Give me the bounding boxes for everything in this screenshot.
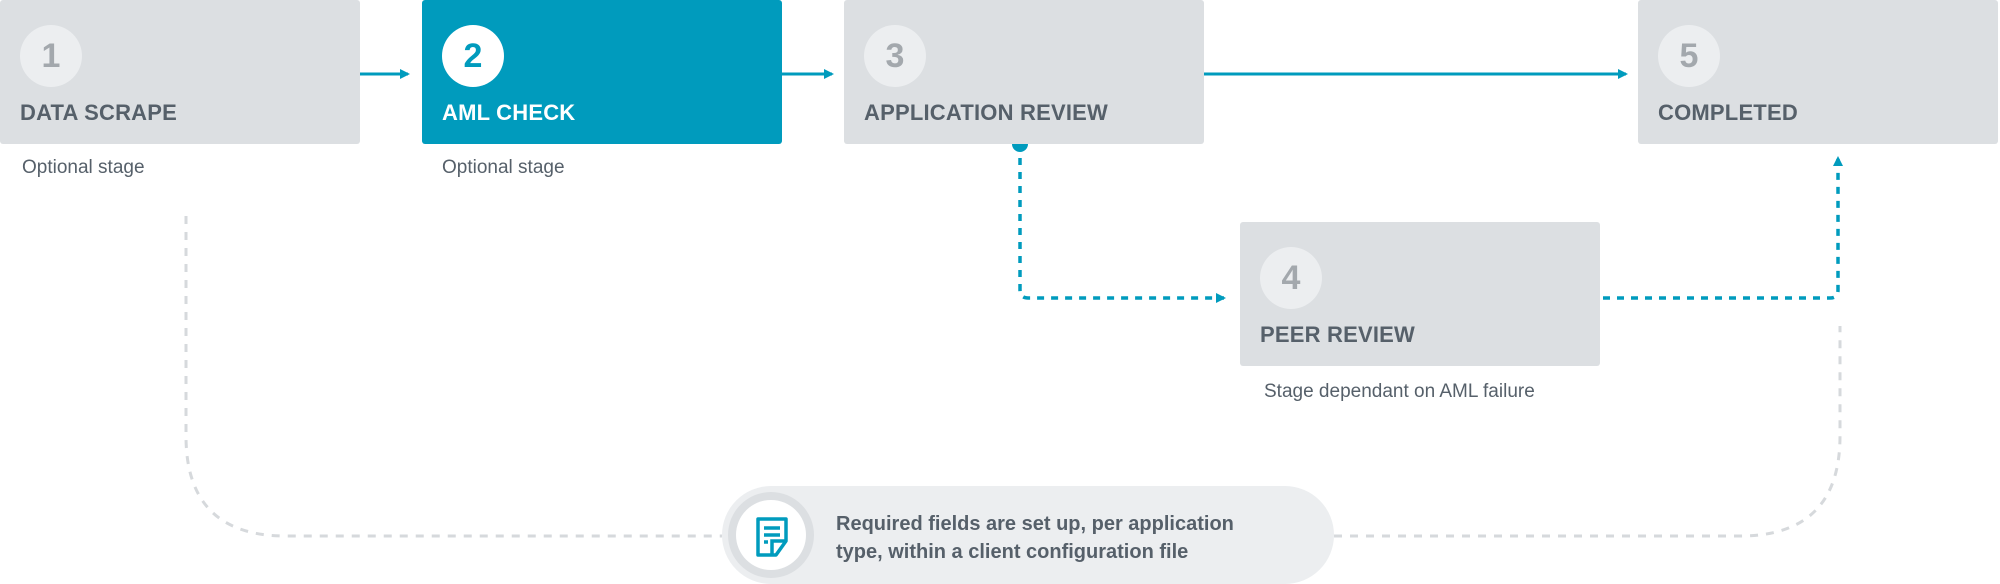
stage-1-note: Optional stage xyxy=(22,157,145,178)
stage-data-scrape[interactable]: 1 DATA SCRAPE xyxy=(0,0,360,144)
document-form-icon-ring xyxy=(728,492,814,578)
stage-number-badge: 5 xyxy=(1658,25,1720,87)
arrow-stage-4-to-5 xyxy=(1575,156,1843,300)
stage-title: AML CHECK xyxy=(442,100,576,125)
config-note-line-1: Required fields are set up, per applicat… xyxy=(836,513,1234,535)
document-form-icon xyxy=(736,500,806,570)
stage-number-badge: 4 xyxy=(1260,247,1322,309)
config-note-pill: Required fields are set up, per applicat… xyxy=(722,486,1334,584)
config-flow-line-right xyxy=(1334,326,1842,538)
stage-2-note: Optional stage xyxy=(442,157,565,178)
stage-completed[interactable]: 5 COMPLETED xyxy=(1638,0,1998,144)
stage-peer-review[interactable]: 4 PEER REVIEW xyxy=(1240,222,1600,366)
stage-title: PEER REVIEW xyxy=(1260,322,1416,347)
stage-title: APPLICATION REVIEW xyxy=(864,100,1108,125)
config-note-text: Required fields are set up, per applicat… xyxy=(836,510,1306,566)
stage-number-badge: 1 xyxy=(20,25,82,87)
config-flow-line-left xyxy=(184,216,722,538)
stage-number-badge: 2 xyxy=(442,25,504,87)
stage-number-badge: 3 xyxy=(864,25,926,87)
stage-4-note: Stage dependant on AML failure xyxy=(1264,381,1535,402)
stage-title: COMPLETED xyxy=(1658,100,1798,125)
stage-application-review[interactable]: 3 APPLICATION REVIEW xyxy=(844,0,1204,144)
config-note-line-2: type, within a client configuration file xyxy=(836,541,1189,563)
stage-aml-check[interactable]: 2 AML CHECK xyxy=(422,0,782,144)
stage-title: DATA SCRAPE xyxy=(20,100,178,125)
arrow-stage-3-to-4 xyxy=(1018,144,1226,303)
